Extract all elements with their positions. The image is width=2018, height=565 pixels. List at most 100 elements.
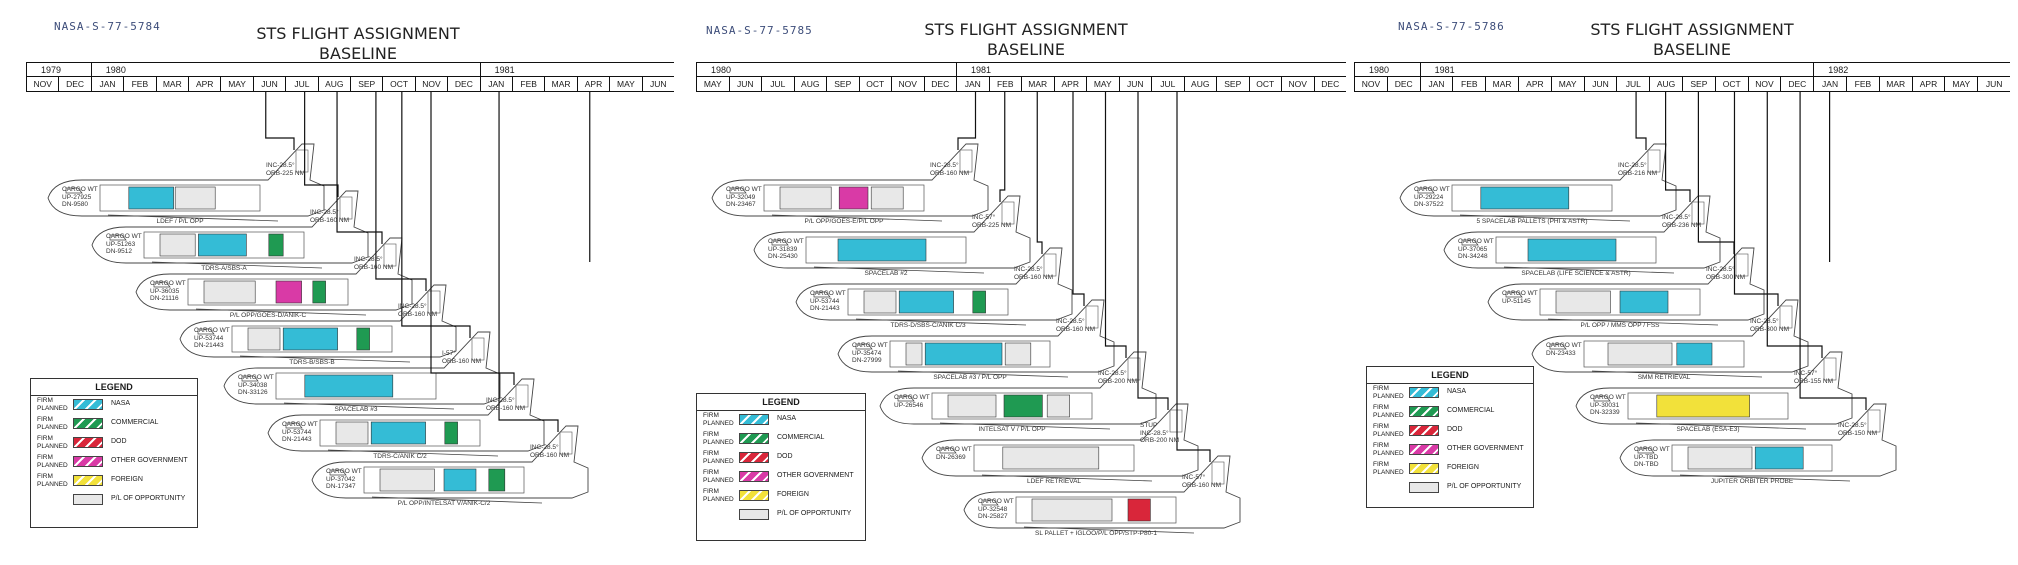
tail-marking — [339, 196, 353, 220]
orbit-parameters: I-57° ORB-160 NM — [442, 350, 482, 365]
orbiter — [1575, 351, 1853, 430]
month-cell: FEB — [1452, 77, 1485, 91]
year-cell: 1980 — [90, 63, 480, 77]
legend-label: OTHER GOVERNMENT — [777, 472, 854, 479]
payload-other-government — [838, 186, 869, 210]
month-cell: JUN — [252, 77, 285, 91]
cockpit-window — [153, 281, 171, 288]
legend-swatch — [739, 433, 769, 444]
year-cell: 1981 — [479, 63, 674, 77]
legend-swatch — [739, 509, 769, 520]
orbit-parameters: INC-28.5° ORB-300 NM — [1750, 318, 1790, 333]
tail-marking — [1043, 253, 1057, 277]
legend-status: FIRM PLANNED — [703, 412, 734, 427]
wing-line — [239, 355, 411, 363]
cockpit-window — [1549, 343, 1567, 350]
year-cell: 1981 — [956, 63, 1346, 77]
orbiter-outline — [753, 195, 1031, 269]
payload-label: TDRS-D/SBS-C/ANIK C/3 — [890, 322, 966, 329]
month-cell: MAY — [1086, 77, 1119, 91]
payload-label: LDEF RETRIEVAL — [1026, 478, 1082, 485]
month-cell: MAY — [1944, 77, 1977, 91]
document-id: NASA-S-77-5784 — [54, 20, 161, 33]
payload-bay — [1671, 444, 1833, 472]
payload-bay — [931, 392, 1093, 420]
month-cell: FEB — [988, 77, 1022, 91]
month-cell: APR — [1911, 77, 1945, 91]
payload-commercial — [312, 280, 326, 304]
tail-marking — [427, 290, 441, 314]
tail-marking — [1127, 357, 1141, 381]
month-cell: SEP — [1682, 77, 1715, 91]
payload-opportunity — [335, 421, 369, 445]
cargo-weight: CARGO WT UP-35474 DN-27999 — [852, 342, 888, 364]
orbiter — [753, 195, 1031, 274]
cargo-weight: CARGO WT UP-26546 — [894, 394, 930, 409]
title-line-1: STS FLIGHT ASSIGNMENT — [924, 20, 1128, 39]
legend-label: COMMERCIAL — [1447, 407, 1495, 414]
payload-commercial — [444, 421, 458, 445]
orbiter — [1619, 403, 1897, 482]
month-cell: SEP — [350, 77, 382, 91]
orbit-parameters: INC-57° ORB-155 NM — [1794, 370, 1834, 385]
legend-status: FIRM PLANNED — [37, 473, 68, 488]
payload-bay — [1451, 184, 1613, 212]
leader-line — [1176, 92, 1211, 462]
tail-marking — [559, 431, 573, 455]
payload-label: 5 SPACELAB PALLETS (PHI & ASTR) — [1476, 218, 1588, 225]
month-cell: JAN — [956, 77, 989, 91]
payload-bay — [187, 278, 349, 306]
title-line-2: BASELINE — [987, 40, 1065, 59]
cargo-weight: CARGO WT UP-53744 DN-21443 — [810, 290, 846, 312]
leader-line — [1072, 92, 1085, 306]
legend-label: P/L OF OPPORTUNITY — [111, 495, 186, 502]
leader-line — [304, 92, 339, 197]
leader-line — [336, 92, 383, 244]
orbit-parameters: INC-28.5° ORB-160 NM — [486, 397, 526, 412]
payload-commercial — [356, 327, 370, 351]
legend-swatch — [739, 414, 769, 425]
legend-label: OTHER GOVERNMENT — [111, 457, 188, 464]
payload-bay — [275, 372, 437, 400]
payload-commercial — [488, 468, 506, 492]
wing-line — [1503, 266, 1675, 274]
tail-marking — [1823, 357, 1837, 381]
payload-nasa — [837, 238, 927, 262]
legend-swatch — [1409, 444, 1439, 455]
month-cell: MAR — [544, 77, 576, 91]
orbit-parameters: INC-28.5° ORB-150 NM — [1838, 422, 1878, 437]
leader-line — [1733, 92, 1779, 306]
orbiter — [1487, 247, 1765, 326]
legend-swatch — [73, 418, 103, 429]
legend-label: COMMERCIAL — [111, 419, 159, 426]
payload-opportunity — [1687, 446, 1753, 470]
leader-line — [1799, 92, 1867, 410]
payload-nasa — [282, 327, 338, 351]
legend-item: FIRM PLANNED OTHER GOVERNMENT — [31, 453, 197, 472]
orbiter — [179, 284, 457, 363]
legend-status: FIRM PLANNED — [37, 454, 68, 469]
orbit-parameters: INC-28.5° ORB-216 NM — [1618, 162, 1658, 177]
legend-status: FIRM PLANNED — [703, 450, 734, 465]
orbiter — [311, 425, 589, 504]
wing-line — [1591, 370, 1763, 378]
legend-status: FIRM PLANNED — [1373, 442, 1404, 457]
legend-label: NASA — [1447, 388, 1467, 395]
payload-commercial — [268, 233, 284, 257]
month-cell: MAR — [155, 77, 188, 91]
wing-line — [1635, 422, 1807, 430]
cargo-weight: CARGO WT UP-53744 DN-21443 — [194, 327, 230, 349]
document-id: NASA-S-77-5785 — [706, 24, 813, 37]
month-cell: NOV — [891, 77, 924, 91]
wing-line — [1547, 318, 1719, 326]
legend-status: FIRM PLANNED — [37, 397, 68, 412]
payload-label: LDEF / P/L OPP — [156, 218, 204, 225]
legend-swatch — [739, 490, 769, 501]
